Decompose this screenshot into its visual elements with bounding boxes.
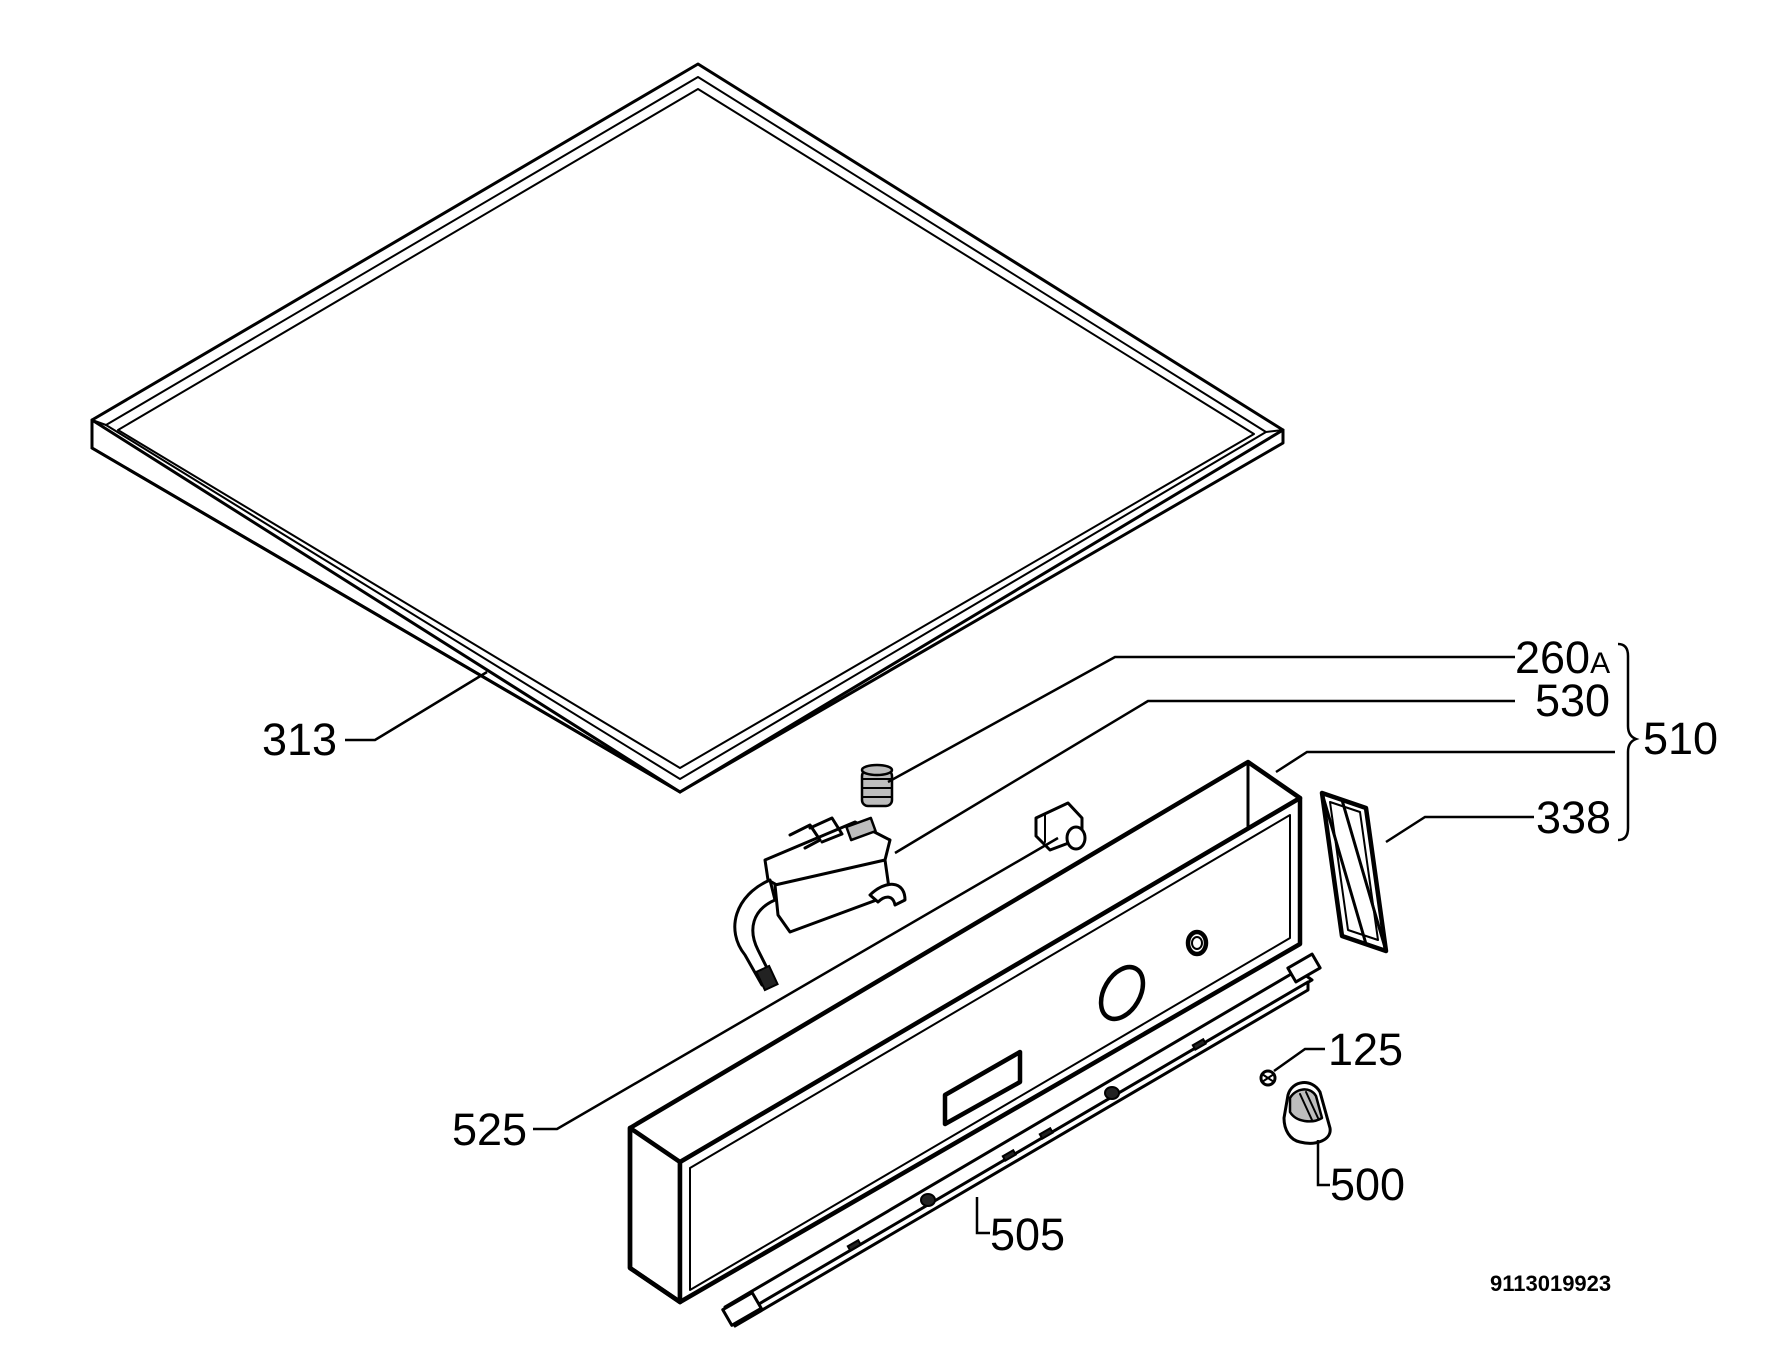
part-510-control-panel xyxy=(627,759,1303,1305)
part-505-button-rail xyxy=(721,952,1322,1328)
label-313: 313 xyxy=(262,714,337,765)
part-313-top-lid xyxy=(90,62,1285,794)
part-530-switch xyxy=(733,816,907,992)
document-number: 9113019923 xyxy=(1490,1271,1611,1296)
part-125-screw xyxy=(1259,1069,1277,1087)
part-338-seal-pad xyxy=(1319,790,1389,954)
label-525: 525 xyxy=(452,1104,527,1155)
part-500-knob xyxy=(1282,1081,1332,1145)
label-125: 125 xyxy=(1328,1024,1403,1075)
label-505: 505 xyxy=(990,1209,1065,1260)
callout-labels: 313 260A 530 510 338 525 125 500 505 911… xyxy=(262,632,1718,1296)
label-500: 500 xyxy=(1330,1159,1405,1210)
plunger-pin xyxy=(1034,801,1087,852)
label-338: 338 xyxy=(1536,792,1611,843)
label-260a: 260A xyxy=(1515,632,1610,683)
label-530: 530 xyxy=(1535,675,1610,726)
part-260a-spring xyxy=(860,763,894,808)
leader-lines xyxy=(345,642,1640,1235)
label-510: 510 xyxy=(1643,713,1718,764)
